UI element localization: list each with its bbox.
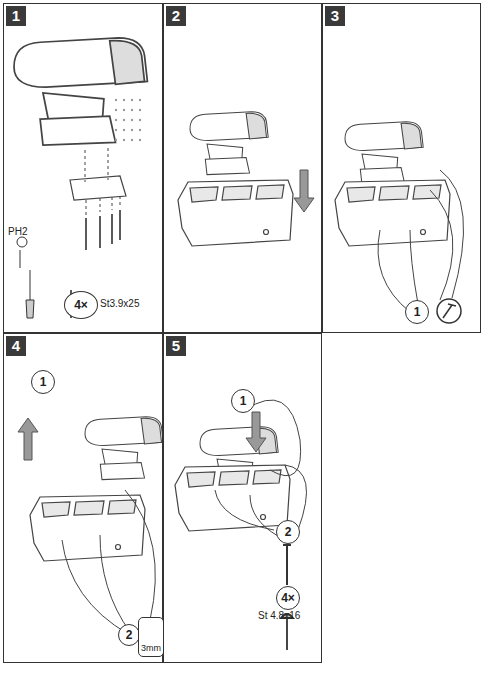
callout-number: 4×: [74, 298, 88, 312]
callout-number: 1: [240, 394, 247, 408]
callout-number: 3mm: [141, 643, 161, 653]
step-number: 2: [166, 6, 186, 26]
step-panel: 4 1 2 3mm: [3, 333, 163, 663]
callout-circle: 4×: [276, 586, 300, 610]
callout-number: 4×: [281, 591, 295, 605]
callout-number: 1: [40, 375, 47, 389]
spec-label: St 4.8x16: [258, 610, 300, 621]
callout-circle: 2: [276, 520, 300, 544]
callout-number: 2: [126, 628, 133, 642]
step-number: 5: [166, 336, 186, 356]
step-number: 1: [6, 6, 26, 26]
spec-label: St3.9x25: [100, 298, 139, 309]
spec-label: PH2: [8, 226, 27, 237]
callout-circle: 4×: [64, 291, 98, 319]
callout-circle: 2: [118, 624, 140, 646]
step-panel: 1 4×: [3, 3, 163, 333]
callout-number: 2: [285, 525, 292, 539]
callout-circle: 1: [405, 300, 429, 324]
step-number: 4: [6, 336, 26, 356]
tool-box: 3mm: [138, 617, 164, 657]
step-number: 3: [325, 6, 345, 26]
callout-number: 1: [414, 305, 421, 319]
step-panel: 2: [163, 3, 322, 333]
step-panel: 31: [322, 3, 481, 333]
callout-circle: 1: [231, 389, 255, 413]
callout-circle: 1: [31, 370, 55, 394]
